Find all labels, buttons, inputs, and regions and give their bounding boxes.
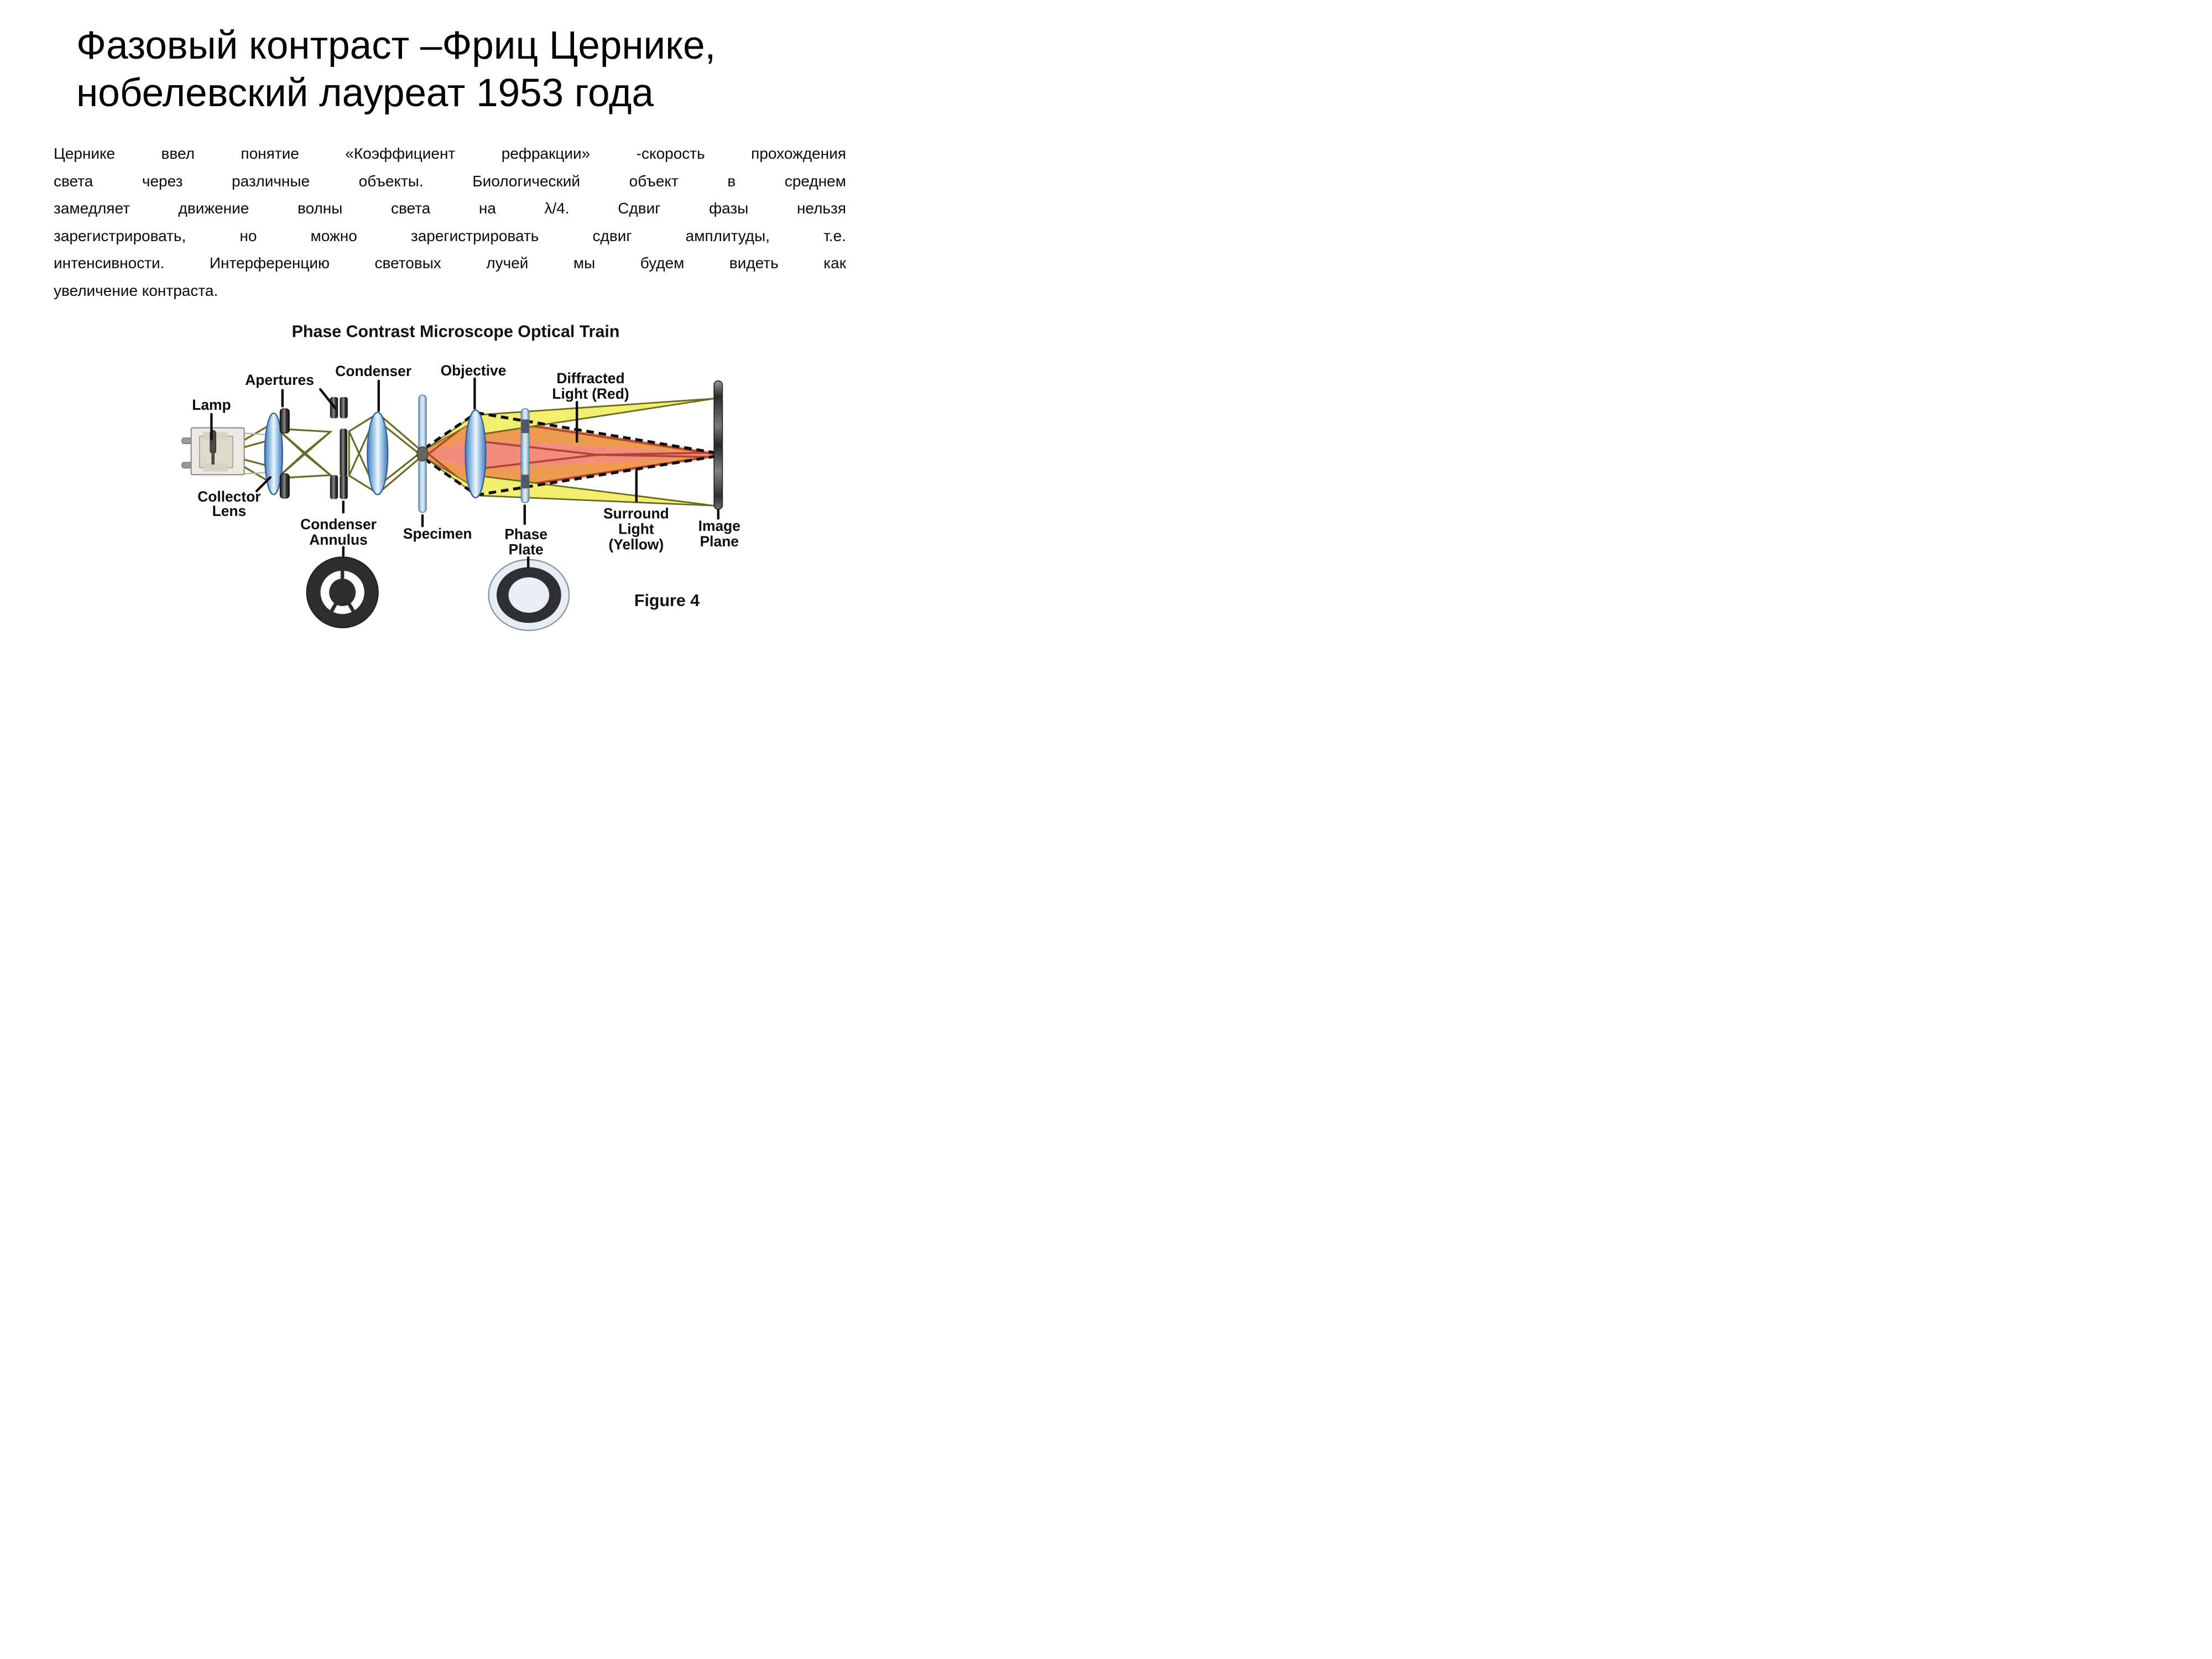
figure-caption: Figure 4 — [634, 591, 700, 610]
annulus-tab — [329, 602, 338, 613]
paragraph-line: замедляет движение волны света на λ/4. С… — [54, 200, 846, 217]
figure-labels: Lamp Apertures Condenser Objective Diffr… — [192, 362, 740, 610]
collector-pointer — [255, 476, 272, 493]
annulus-center-stop — [340, 429, 347, 477]
slide-title: Фазовый контраст –Фриц Цернике,нобелевск… — [76, 22, 790, 117]
condenser-lens — [367, 411, 389, 495]
phase-ring-segment — [521, 474, 529, 489]
collector-lens-label: Collector — [197, 488, 260, 505]
beam-cross-lines — [276, 427, 331, 479]
slide-title-line2: нобелевский лауреат 1953 года — [76, 71, 654, 115]
paragraph-line: света через различные объекты. Биологиче… — [54, 172, 846, 190]
annulus-plate — [340, 475, 348, 499]
condenser-annulus-label: Annulus — [309, 531, 368, 548]
optical-train-figure: Phase Contrast Microscope Optical Train — [181, 322, 740, 632]
aperture-plate-top — [279, 408, 290, 434]
image-plane-bar — [713, 380, 723, 510]
pointer-lines — [210, 377, 720, 568]
dashed-line — [476, 411, 714, 454]
lamp-filament-stem — [211, 453, 215, 465]
body-paragraph: Цернике ввел понятие «Коэффициент рефрак… — [54, 140, 846, 305]
surround-wedge-bottom — [476, 474, 714, 507]
specimen-slide — [416, 394, 429, 513]
phase-plate — [520, 408, 530, 503]
phase-plate-inset — [488, 559, 570, 632]
lamp-detail — [203, 463, 228, 472]
collector-lens — [264, 413, 283, 495]
condenser-annulus-plates — [330, 397, 348, 499]
dashed-line — [476, 455, 714, 497]
objective-label: Objective — [441, 362, 507, 379]
diffracted-light-label: Diffracted — [556, 370, 624, 387]
annulus-tab — [341, 569, 345, 581]
condenser-annulus-inset — [306, 556, 379, 628]
condenser-annulus-label: Condenser — [300, 516, 377, 533]
collector-lens-label: Lens — [212, 503, 247, 519]
figure-title: Phase Contrast Microscope Optical Train — [292, 322, 620, 341]
specimen-label: Specimen — [403, 525, 472, 542]
lamp — [181, 427, 275, 476]
phase-ring-segment — [521, 419, 529, 434]
diffracted-core-left — [425, 438, 476, 471]
objective-lens — [465, 409, 487, 499]
image-plane-label: Plane — [700, 533, 739, 550]
slide-title-line1: Фазовый контраст –Фриц Цернике, — [76, 24, 716, 67]
dashed-line — [423, 457, 478, 497]
diffracted-light-label: Light (Red) — [552, 385, 629, 402]
surround-light-label: Light — [618, 521, 654, 538]
paragraph-line: Цернике ввел понятие «Коэффициент рефрак… — [54, 145, 846, 162]
annulus-center — [329, 578, 356, 606]
slide-page: { "slide": { "title_line1": "Фазовый кон… — [0, 0, 885, 664]
diffracted-rays — [477, 453, 714, 470]
image-plane-label: Image — [698, 518, 740, 534]
phase-plate-label: Phase — [504, 526, 547, 542]
phase-plate-label: Plate — [509, 541, 544, 557]
specimen-object — [416, 446, 429, 462]
annulus-tab — [347, 602, 356, 613]
lamp-label: Lamp — [192, 397, 231, 413]
annulus-plate — [340, 397, 348, 419]
light-beams — [217, 398, 714, 507]
surround-wedge-top — [476, 398, 714, 436]
phase-inset-center — [508, 577, 550, 613]
dashed-line — [423, 411, 478, 450]
diffracted-envelope-dashed — [423, 411, 714, 497]
aperture-plate-bottom — [279, 473, 290, 499]
surround-light-label: (Yellow) — [609, 536, 664, 553]
paragraph-line: зарегистрировать, но можно зарегистриров… — [54, 227, 846, 244]
apertures-pointer-diagonal — [319, 388, 337, 410]
annulus-plate — [330, 475, 338, 499]
annulus-tabs — [329, 569, 356, 613]
aperture-diaphragms — [279, 408, 290, 499]
condenser-label: Condenser — [335, 363, 411, 379]
apertures-label: Apertures — [245, 372, 314, 388]
surround-light-label: Surround — [603, 505, 669, 522]
paragraph-line: интенсивности. Интерференцию световых лу… — [54, 254, 846, 272]
paragraph-line: увеличение контраста. — [54, 281, 218, 299]
